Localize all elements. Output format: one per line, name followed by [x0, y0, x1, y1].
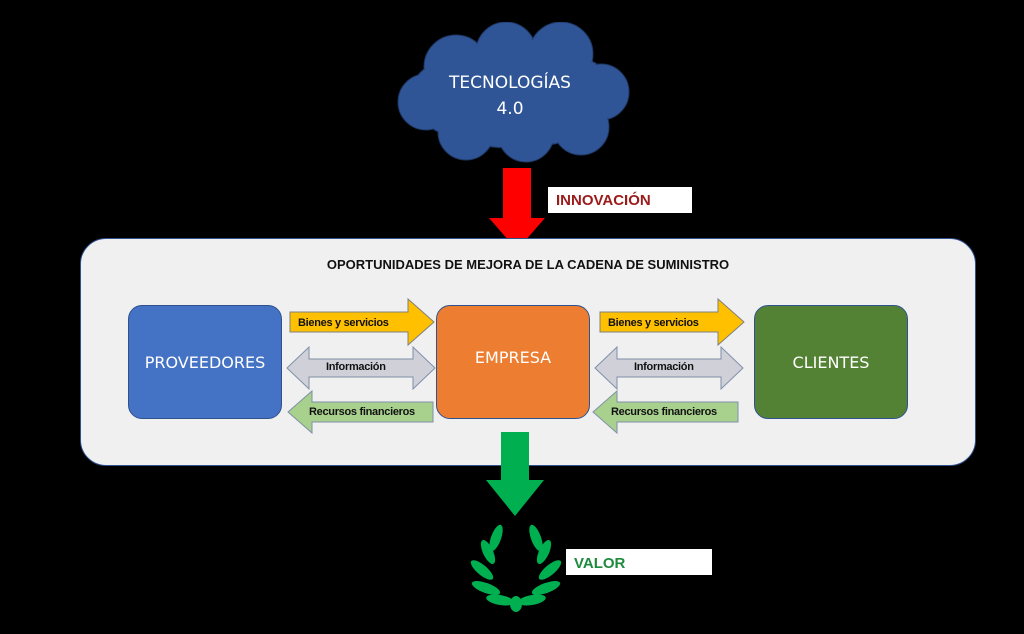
node-label: PROVEEDORES: [144, 352, 266, 372]
flow-arrow-right: [599, 297, 745, 347]
flow-arrow-both: [286, 345, 436, 391]
panel-title: OPORTUNIDADES DE MEJORA DE LA CADENA DE …: [326, 257, 730, 272]
node-label: CLIENTES: [792, 352, 870, 372]
flow-arrow-left: [287, 389, 434, 435]
laurel-wreath-icon: [470, 524, 562, 612]
node-empresa: EMPRESA: [436, 305, 590, 419]
innovation-label: INNOVACIÓN: [548, 187, 692, 213]
flow-label: Bienes y servicios: [608, 317, 699, 329]
value-label: VALOR: [566, 549, 712, 575]
flow-label: Recursos financieros: [611, 406, 717, 418]
flow-arrow-left: [592, 389, 739, 435]
flow-arrow-both: [594, 345, 744, 391]
cloud-line1: TECNOLOGÍAS: [449, 73, 571, 93]
flow-arrow-right: [289, 297, 435, 347]
node-label: EMPRESA: [474, 347, 552, 367]
innovation-arrow: [489, 168, 545, 250]
cloud-line2: 4.0: [496, 99, 524, 119]
node-clientes: CLIENTES: [754, 305, 908, 419]
cloud-label: TECNOLOGÍAS 4.0: [400, 70, 620, 122]
node-proveedores: PROVEEDORES: [128, 305, 282, 419]
flow-label: Información: [326, 361, 386, 373]
flow-label: Recursos financieros: [309, 406, 415, 418]
cloud-shape: [397, 22, 630, 163]
flow-label: Información: [634, 361, 694, 373]
value-arrow: [486, 432, 544, 516]
supply-chain-panel: OPORTUNIDADES DE MEJORA DE LA CADENA DE …: [80, 238, 976, 466]
flow-label: Bienes y servicios: [298, 317, 389, 329]
